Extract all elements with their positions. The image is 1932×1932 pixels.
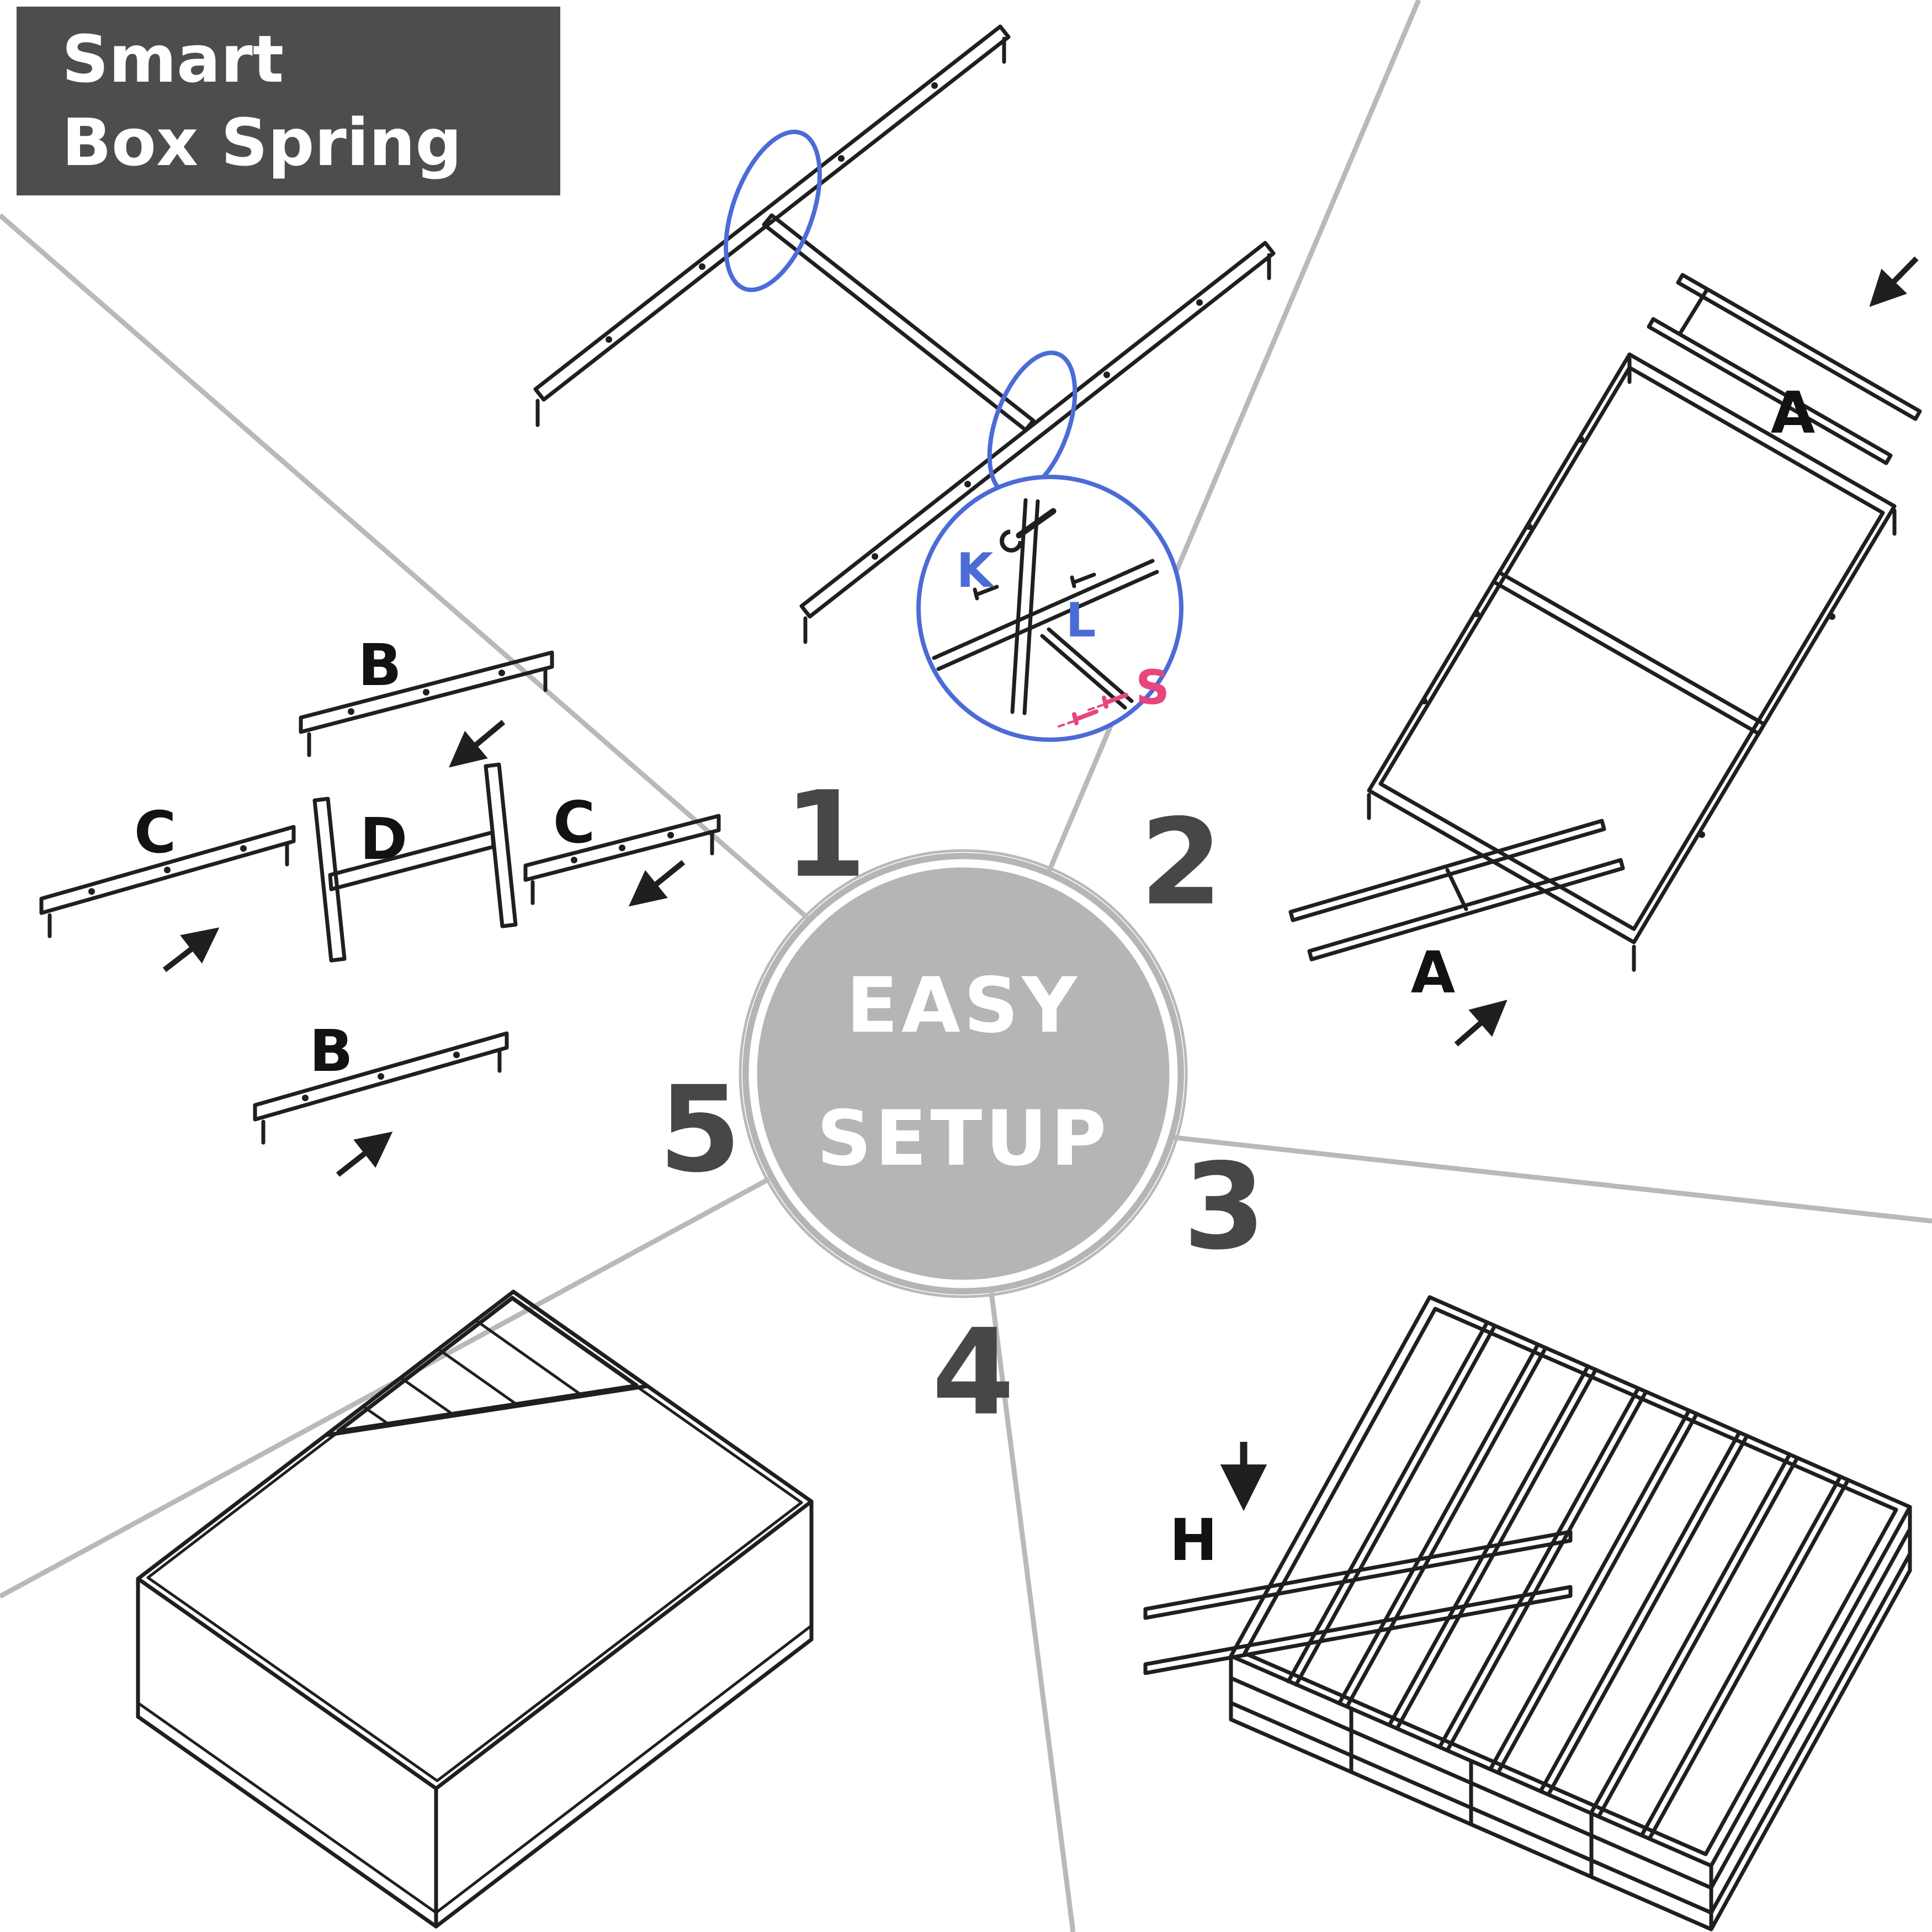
step-5-number: 5 [659,1060,741,1199]
part-label-a-bottom: A [1410,939,1456,1006]
step2-loose-rails-a [1288,273,1922,962]
part-label-h: H [1169,1506,1218,1574]
hardware-label-s: S [1135,660,1170,715]
hardware-label-l: L [1065,593,1096,648]
easy-setup-label: EASY SETUP [817,961,1110,1183]
step2-direction-arrow-icons [1454,256,1919,1047]
easy-setup-circle [739,849,1188,1298]
product-title-line2: Box Spring [62,104,462,181]
wrench-icon [1000,508,1057,553]
easy-setup-line2: SETUP [816,1094,1110,1183]
part-label-a-top: A [1770,379,1816,447]
product-title-badge: Smart Box Spring [17,7,560,195]
step4-finished-box-illustration [136,1289,814,1929]
step-4-number: 4 [932,1303,1015,1442]
hardware-s-screw-icons [1058,693,1128,728]
step-1-number: 1 [784,765,867,904]
step-2-number: 2 [1140,793,1223,932]
part-label-c-left: C [134,799,177,866]
step5-direction-arrow-icons [162,720,686,1177]
step3-box-illustration [1229,1295,1912,1931]
magnifier-detail [916,475,1183,742]
product-title-line1: Smart [62,20,284,97]
part-label-c-right: C [553,789,596,856]
part-label-b-top: B [358,631,402,699]
step2-frame-illustration [1367,352,1897,972]
easy-setup-line1: EASY [846,961,1081,1050]
joint-highlight-ellipses [724,129,1078,497]
step1-frame-illustration [533,24,1276,644]
step5-parts-illustration [39,650,721,1145]
part-label-d-center: D [359,805,408,873]
part-label-b-bottom: B [309,1017,353,1085]
step3-loose-slats-h [1143,1530,1573,1675]
hardware-label-k: K [956,543,994,598]
step-3-number: 3 [1183,1137,1266,1276]
